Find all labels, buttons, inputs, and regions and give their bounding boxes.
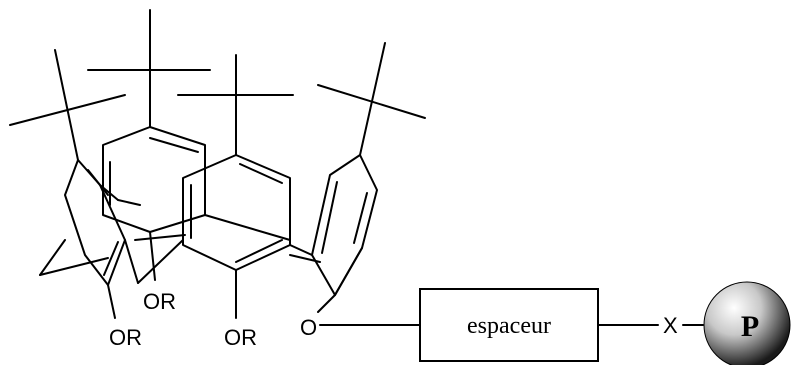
or-label-2: OR [143,289,176,314]
right-aromatic-ring [311,154,378,296]
or-label-1: OR [109,325,142,350]
o-linker-label: O [300,315,317,340]
or-label-3: OR [224,325,257,350]
polymer-support-label: P [741,310,759,343]
x-atom-label: X [663,313,678,338]
middle-aromatic-ring [182,154,291,271]
phenol-oxygen-bonds [107,231,336,319]
spacer-label: espaceur [467,313,551,339]
back-aromatic-ring [102,126,206,233]
tert-butyl-groups [9,9,426,161]
polymer-support-bead [703,281,791,365]
methylene-bridges [39,184,363,296]
spacer-box [419,288,599,362]
